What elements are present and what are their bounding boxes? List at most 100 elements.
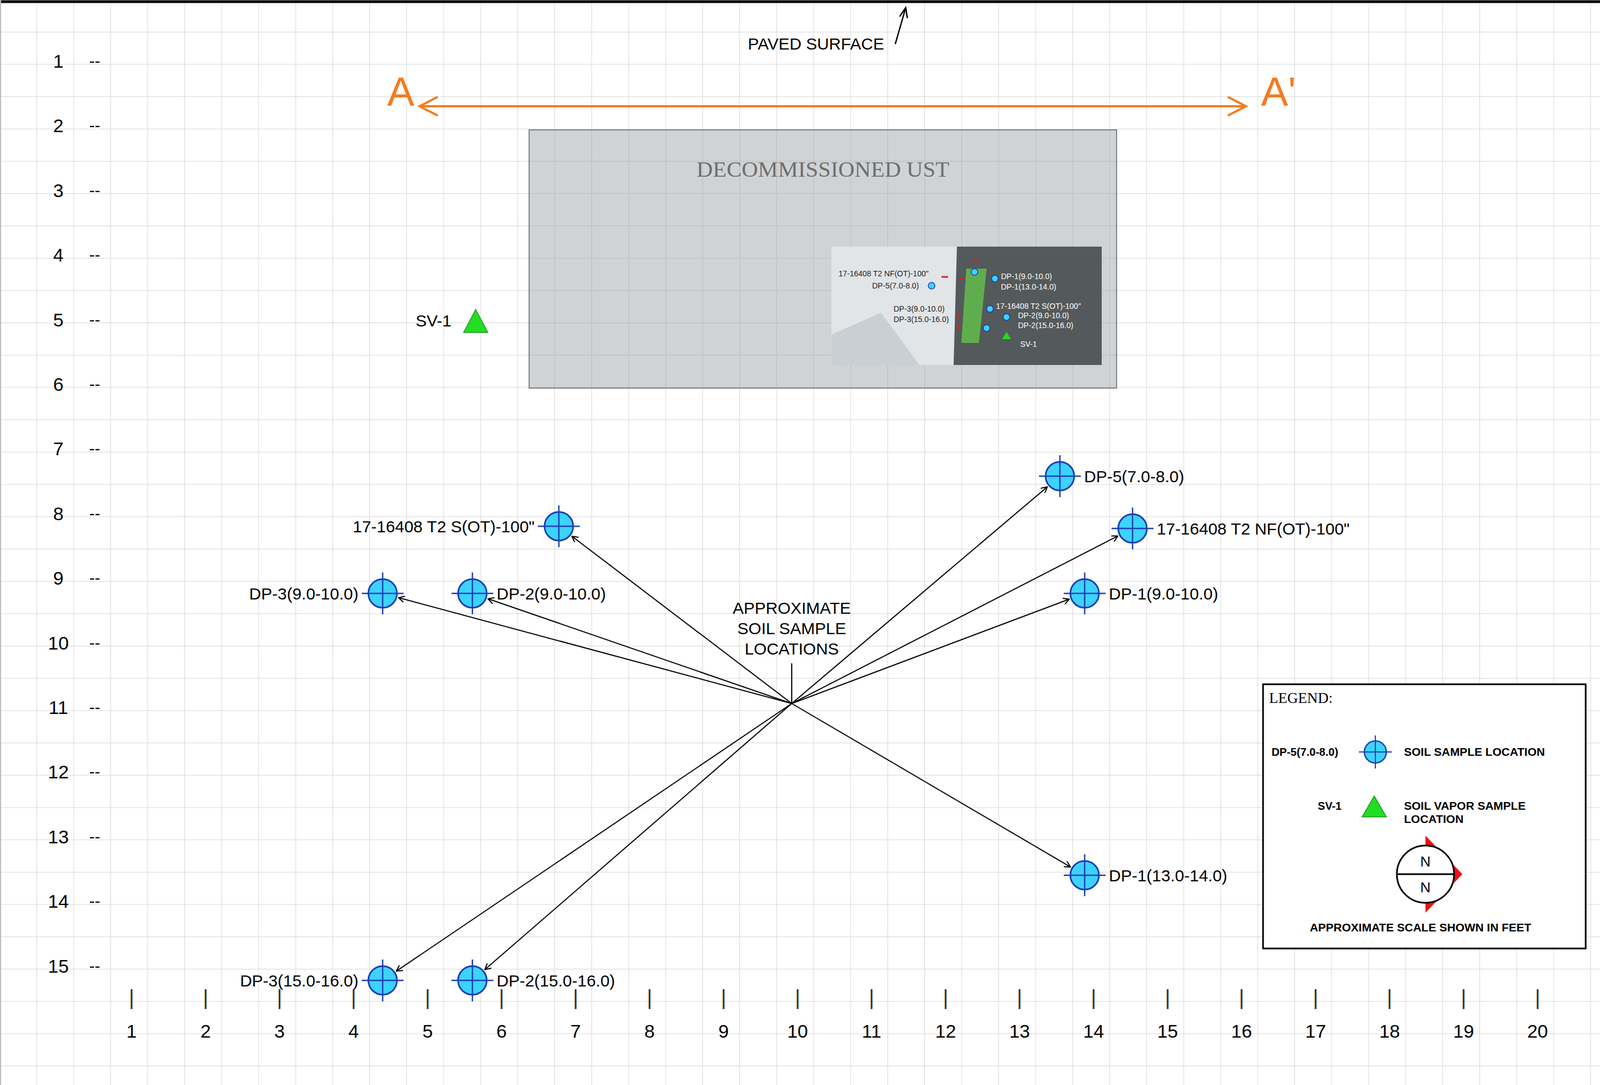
sample-marker — [450, 571, 495, 616]
leader-line — [895, 7, 906, 45]
drawing-part — [1396, 873, 1455, 876]
inset-label: DP-2(9.0-10.0) — [1018, 311, 1070, 320]
soil-sample-point: DP-3(9.0-10.0) — [249, 571, 405, 616]
sample-marker — [1062, 853, 1107, 898]
area-title: DECOMMISSIONED UST — [529, 156, 1117, 182]
axis-number: 9 — [53, 568, 64, 588]
ust-footprint — [961, 268, 987, 344]
inset-label: DP-2(15.0-16.0) — [1018, 321, 1074, 330]
drawing-part — [1003, 313, 1010, 321]
legend-text: SOIL VAPOR SAMPLE LOCATION — [1403, 799, 1570, 826]
sample-label: DP-2(9.0-10.0) — [496, 584, 606, 603]
sample-label: DP-3(15.0-16.0) — [240, 971, 359, 990]
marker-crosshair — [471, 959, 474, 1002]
soil-sample-point: 17-16408 T2 S(OT)-100" — [352, 504, 581, 549]
callout-arrow — [485, 703, 792, 970]
inset-label: 17-16408 T2 S(OT)-100" — [996, 302, 1081, 310]
axis-number: 20 — [1527, 1021, 1549, 1041]
axis-number: 3 — [53, 181, 64, 200]
axis-number: 5 — [53, 310, 64, 330]
sample-marker — [360, 571, 405, 616]
legend-title: LEGEND: — [1269, 690, 1333, 706]
drawing-part — [971, 268, 978, 276]
vapor-sample-point: SV-1 — [415, 303, 493, 337]
axis-number: 13 — [47, 827, 69, 847]
axis-tick: | — [572, 987, 579, 1009]
frame-line — [0, 0, 1600, 4]
marker-crosshair — [382, 572, 384, 615]
axis-number: 6 — [496, 1021, 508, 1041]
drawing-part — [928, 282, 935, 290]
callout-arrow — [791, 703, 1071, 868]
axis-number: 4 — [53, 245, 64, 265]
axis-tick: | — [868, 987, 875, 1009]
axis-number: 5 — [422, 1021, 433, 1041]
callout-text: APPROXIMATE SOIL SAMPLE LOCATIONS — [722, 597, 861, 660]
axis-number: 18 — [1379, 1021, 1401, 1041]
sample-label: DP-2(15.0-16.0) — [496, 971, 616, 990]
axis-dash: -- — [89, 958, 101, 975]
marker-crosshair — [1084, 572, 1086, 615]
marker-crosshair — [1059, 455, 1061, 498]
axis-number: 3 — [274, 1021, 285, 1041]
axis-dash: -- — [89, 699, 101, 716]
frame-line — [0, 0, 2, 1085]
soil-sample-point: DP-3(15.0-16.0) — [240, 958, 405, 1003]
callout-note: APPROXIMATE SOIL SAMPLE LOCATIONS — [722, 597, 861, 704]
axis-tick: | — [350, 987, 357, 1009]
marker-crosshair — [558, 505, 560, 548]
axis-number: 2 — [200, 1021, 211, 1041]
soil-sample-point: DP-2(9.0-10.0) — [450, 571, 606, 616]
sample-label: SV-1 — [415, 311, 452, 330]
legend-vapor-marker — [1362, 796, 1387, 818]
axis-dash: -- — [89, 182, 101, 199]
inset-label: DP-5(7.0-8.0) — [872, 281, 919, 290]
axis-dash: -- — [89, 893, 101, 910]
axis-number: 14 — [47, 891, 69, 911]
soil-sample-point: DP-5(7.0-8.0) — [1037, 454, 1185, 499]
inset-vapor-marker — [1002, 332, 1011, 340]
axis-dash: -- — [89, 376, 101, 393]
drawing-part — [941, 276, 949, 279]
sample-marker — [450, 958, 495, 1003]
axis-dash: -- — [89, 440, 101, 457]
axis-tick: | — [128, 987, 135, 1009]
axis-number: 1 — [126, 1021, 138, 1041]
soil-sample-point: DP-1(9.0-10.0) — [1062, 571, 1218, 616]
axis-tick: | — [498, 987, 505, 1009]
axis-dash: -- — [89, 117, 101, 134]
section-arrowhead — [419, 96, 1246, 116]
axis-tick: | — [1312, 987, 1319, 1009]
triangle-symbol — [463, 309, 488, 333]
drawing-part — [1374, 735, 1376, 769]
sample-label: DP-3(9.0-10.0) — [249, 584, 359, 603]
axis-number: 8 — [53, 504, 64, 524]
asphalt — [831, 246, 1102, 366]
axis-number: 13 — [1009, 1021, 1031, 1041]
legend-text: SOIL SAMPLE LOCATION — [1403, 745, 1570, 759]
scale-note: APPROXIMATE SCALE SHOWN IN FEET — [1309, 921, 1532, 934]
marker-crosshair — [1132, 507, 1134, 550]
axis-tick: | — [1460, 987, 1467, 1009]
sample-marker — [1037, 454, 1082, 499]
axis-number: 4 — [348, 1021, 359, 1041]
axis-number: 7 — [570, 1021, 581, 1041]
sample-marker — [360, 958, 405, 1003]
inset-label: DP-3(15.0-16.0) — [893, 315, 949, 324]
drawing-part — [959, 278, 964, 280]
sample-label: DP-1(13.0-14.0) — [1108, 866, 1228, 885]
inset-label: DP-1(9.0-10.0) — [1000, 272, 1053, 281]
axis-dash: -- — [89, 828, 101, 846]
axis-number: 17 — [1304, 1021, 1326, 1041]
axis-dash: -- — [89, 246, 101, 264]
axis-number: 12 — [47, 762, 69, 782]
axis-number: 19 — [1452, 1021, 1474, 1041]
axis-dash: -- — [89, 569, 101, 587]
drawing-part — [983, 324, 990, 332]
inset-label: DP-1(13.0-14.0) — [1000, 283, 1057, 291]
axis-dash: -- — [89, 311, 101, 329]
inset-label: DP-3(9.0-10.0) — [893, 305, 945, 313]
axis-number: 16 — [1231, 1021, 1253, 1041]
soil-sample-point: 17-16408 T2 NF(OT)-100" — [1110, 506, 1350, 551]
axis-number: 8 — [644, 1021, 655, 1041]
